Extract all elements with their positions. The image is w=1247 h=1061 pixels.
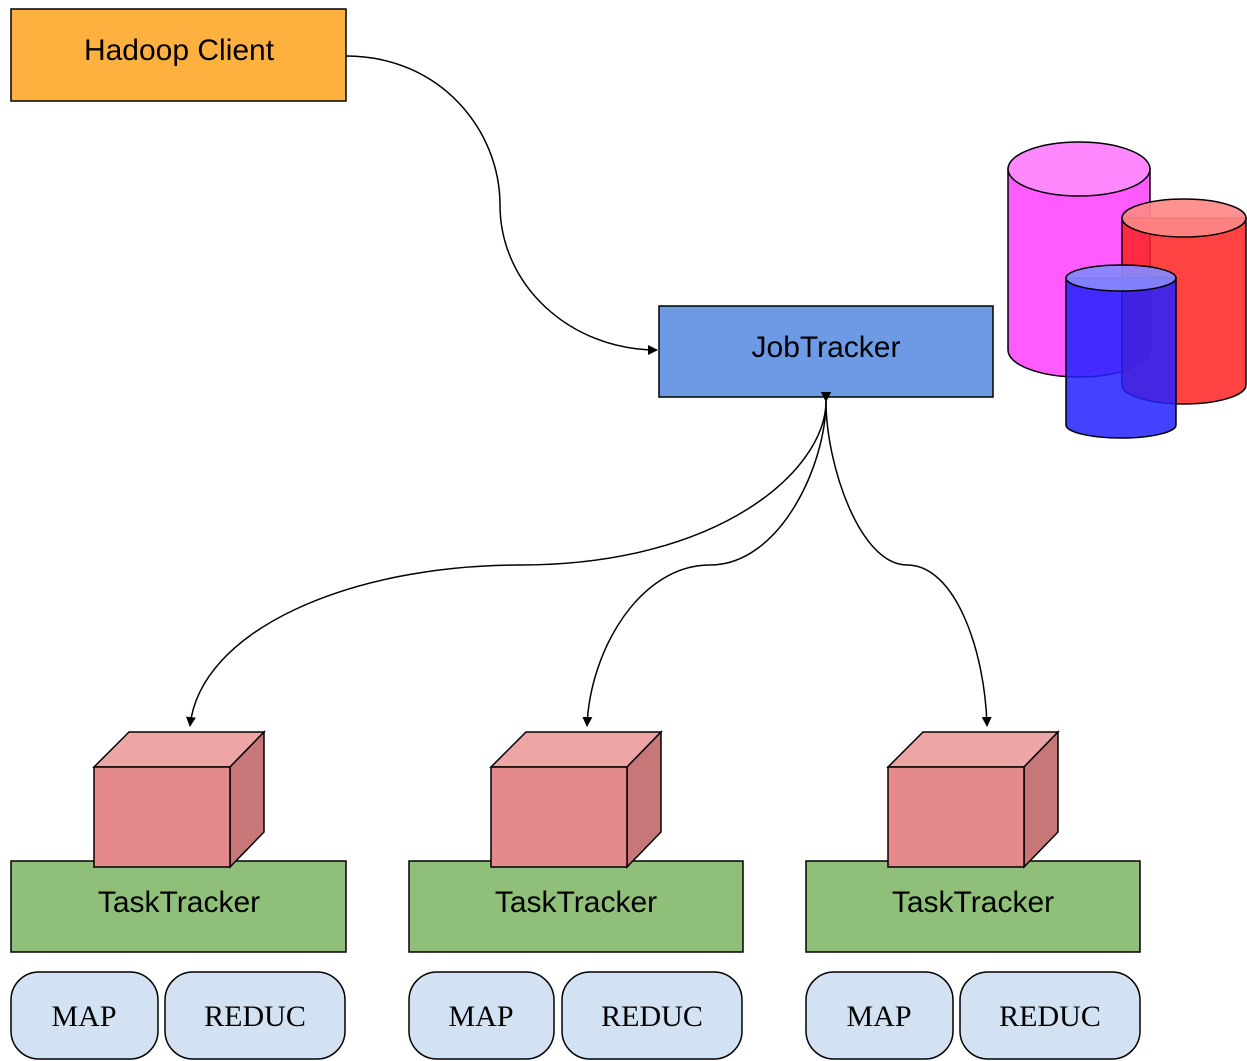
reduce-slot[interactable]: REDUC [561,971,743,1060]
hadoop-client-node[interactable]: Hadoop Client [10,8,347,102]
reduce-slot-label: REDUC [999,1000,1101,1033]
tasktracker-label: TaskTracker [495,886,657,919]
jobtracker-node[interactable]: JobTracker [658,305,994,398]
map-slot[interactable]: MAP [10,971,159,1060]
task-cube-icon [886,730,1060,869]
reduce-slot[interactable]: REDUC [164,971,346,1060]
reduce-slot-label: REDUC [601,1000,703,1033]
jobtracker-tasktracker-2-connector [582,391,832,727]
blue-cylinder-icon [1065,264,1177,439]
tasktracker-node-3[interactable]: TaskTracker MAP REDUC [805,730,1141,1060]
task-cube-icon [489,730,663,869]
hadoop-client-label: Hadoop Client [84,34,275,67]
hadoop-client-box [10,8,347,102]
jobtracker-label: JobTracker [752,331,901,364]
tasktracker-label: TaskTracker [892,886,1054,919]
jobtracker-box [658,305,994,398]
storage-cylinders [1007,141,1247,439]
reduce-slot[interactable]: REDUC [959,971,1141,1060]
jobtracker-tasktracker-3-connector [820,391,992,727]
map-slot[interactable]: MAP [805,971,954,1060]
client-to-jobtracker-connector [345,55,658,355]
map-slot-label: MAP [448,1000,513,1033]
tasktracker-node-2[interactable]: TaskTracker MAP REDUC [408,730,744,1060]
map-slot-label: MAP [846,1000,911,1033]
tasktracker-box [408,860,744,953]
map-slot[interactable]: MAP [408,971,555,1060]
tasktracker-box [10,860,347,953]
reduce-slot-label: REDUC [204,1000,306,1033]
tasktracker-box [805,860,1141,953]
tasktracker-label: TaskTracker [98,886,260,919]
jobtracker-tasktracker-1-connector [185,391,832,727]
tasktracker-node-1[interactable]: TaskTracker MAP REDUC [10,730,347,1060]
task-cube-icon [92,730,266,869]
map-slot-label: MAP [51,1000,116,1033]
